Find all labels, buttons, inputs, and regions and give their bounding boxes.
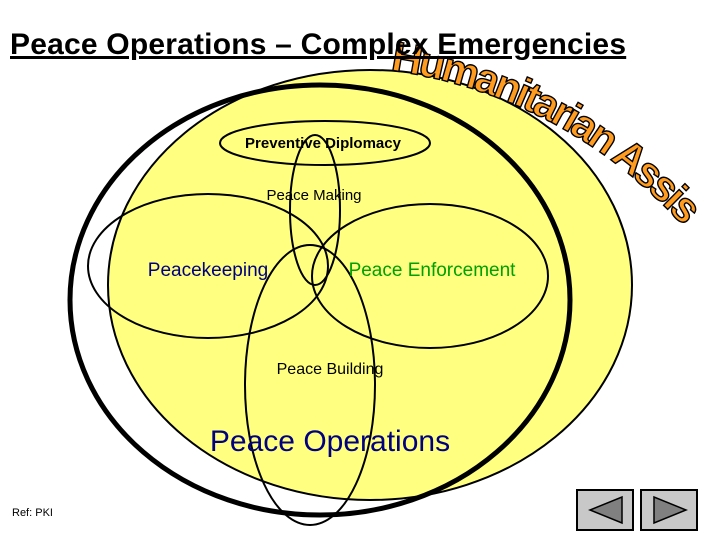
peace-enforcement-ellipse [311,203,549,349]
peace-building-ellipse [244,244,376,526]
humanitarian-region [107,69,633,501]
peace-making-label: Peace Making [266,187,361,204]
forward-button[interactable] [640,489,698,531]
peace-operations-ring [67,82,573,518]
preventive-diplomacy-ellipse [219,120,431,166]
peace-building-label: Peace Building [277,361,384,378]
preventive-diplomacy-label: Preventive Diplomacy [245,135,402,152]
back-button[interactable] [576,489,634,531]
peace-making-ellipse [289,134,341,286]
triangle-right-icon [653,495,688,525]
reference-note: Ref: PKI [12,507,53,519]
peace-enforcement-label: Peace Enforcement [349,260,517,281]
peacekeeping-ellipse [87,193,329,339]
peace-operations-label: Peace Operations [210,425,450,458]
triangle-left-icon [588,495,623,525]
slide-title: Peace Operations – Complex Emergencies [10,28,627,61]
peacekeeping-label: Peacekeeping [148,260,268,281]
